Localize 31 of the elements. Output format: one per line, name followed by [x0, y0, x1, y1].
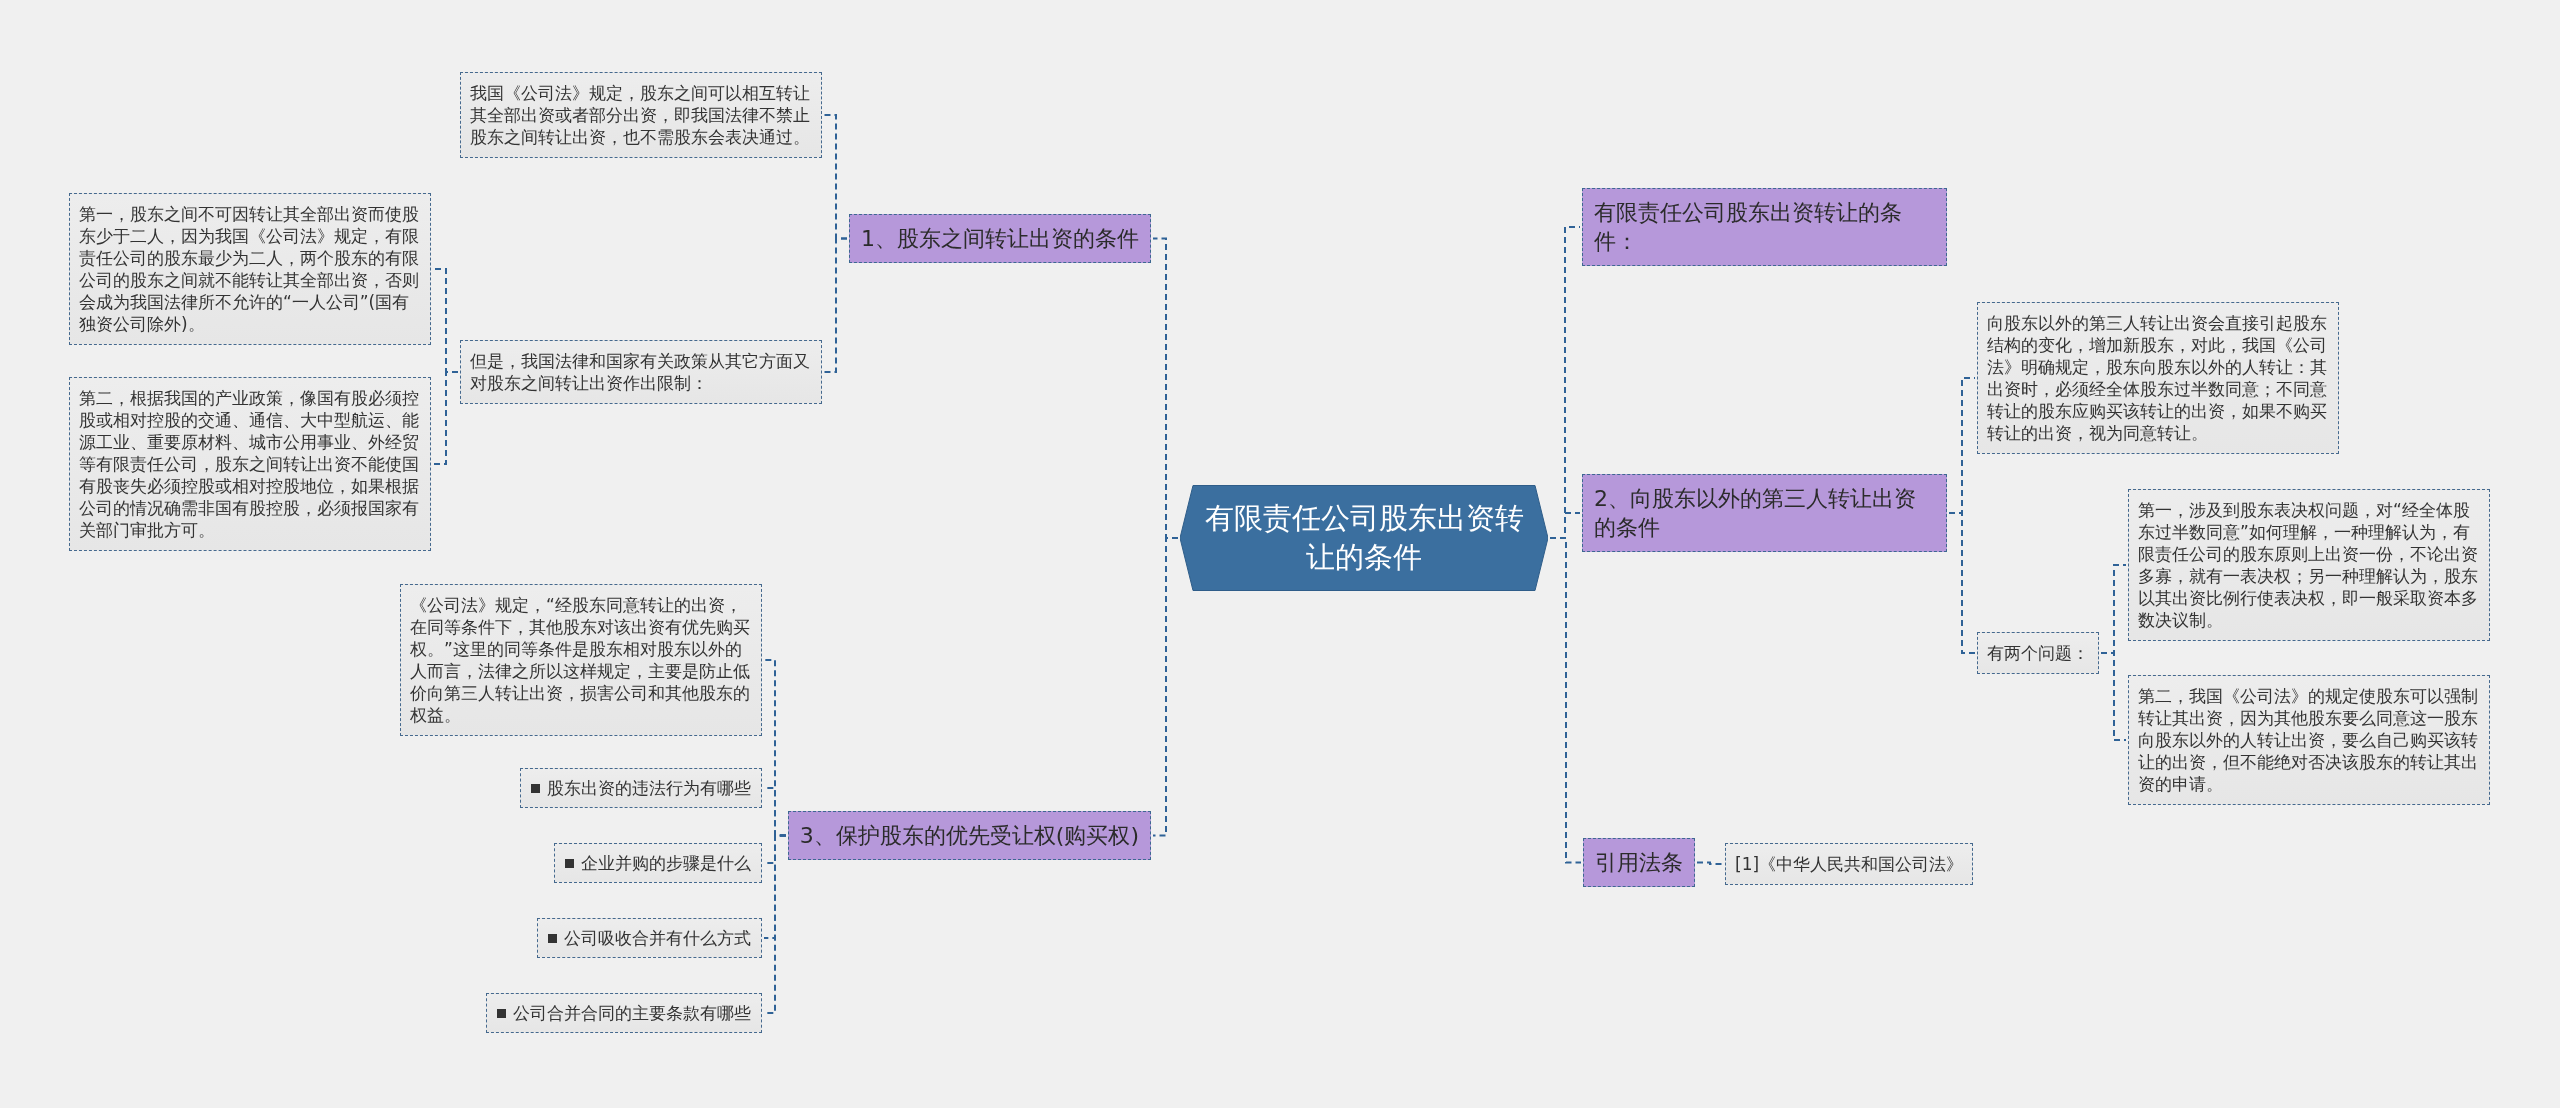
link-text: 股东出资的违法行为有哪些: [547, 777, 751, 799]
link-box: [486, 993, 762, 1033]
topic-box: 2、向股东以外的第三人转让出资的条件: [1582, 474, 1947, 552]
note-box: 第二，我国《公司法》的规定使股东可以强制转让其出资，因为其他股东要么同意这一股东向股东以外的人转让出资，要么自己购买该转让的出资，但不能绝对否决该股东的转让其出资的申请。: [2128, 675, 2490, 805]
note-box: 《公司法》规定，“经股东同意转让的出资，在同等条件下，其他股东对该出资有优先购买权。”这里的同等条件是股东相对股东以外的人而言，法律之所以这样规定，主要是防止低价向第三人转让出资，损害公司和其他股东的权益。: [400, 584, 762, 736]
note-box: [1]《中华人民共和国公司法》: [1725, 843, 1974, 885]
connector: [432, 371, 459, 465]
link-box: [537, 918, 762, 958]
central-topic: 有限责任公司股东出资转让的条件: [1180, 485, 1548, 591]
note-box: 第一，涉及到股东表决权问题，对“经全体股东过半数同意”如何理解，一种理解认为，有限责任公司的股东原则上出资一份，不论出资多寡，就有一表决权；另一种理解认为，股东以其出资比例行使表决权，即一般采取资本多数决议制。: [2128, 489, 2490, 641]
topic-box: 有限责任公司股东出资转让的条件：: [1582, 188, 1947, 266]
connector: [2100, 652, 2127, 741]
note-box: 有两个问题：: [1977, 632, 2099, 674]
note-box: 第二，根据我国的产业政策，像国有股必须控股或相对控股的交通、通信、大中型航运、能源工业、重要原材料、城市公用事业、外经贸等有限责任公司，股东之间转让出资不能使国有股丧失必须控股或相对控股地位，如果根据公司的情况确需非国有股控股，必须报国家有关部门审批方可。: [69, 377, 431, 551]
note-box: 向股东以外的第三人转让出资会直接引起股东结构的变化，增加新股东，对此，我国《公司法》明确规定，股东向股东以外的人转让：其出资时，必须经全体股东过半数同意；不同意转让的股东应购买该转让的出资，如果不购买转让的出资，视为同意转让。: [1977, 302, 2339, 454]
note-box: 我国《公司法》规定，股东之间可以相互转让其全部出资或者部分出资，即我国法律不禁止股东之间转让出资，也不需股东会表决通过。: [460, 72, 822, 158]
connector: [823, 237, 848, 373]
link-text: 公司吸收合并有什么方式: [564, 927, 751, 949]
link-box: [554, 843, 762, 883]
note-box: 但是，我国法律和国家有关政策从其它方面又对股东之间转让出资作出限制：: [460, 340, 822, 404]
link-text: 公司合并合同的主要条款有哪些: [513, 1002, 751, 1024]
link-box: [520, 768, 762, 808]
connector: [1549, 537, 1582, 864]
connector: [1696, 861, 1724, 865]
note-box: 第一，股东之间不可因转让其全部出资而使股东少于二人，因为我国《公司法》规定，有限责任公司的股东最少为二人，两个股东的有限公司的股东之间就不能转让其全部出资，否则会成为我国法律所不允许的“一人公司”(国有独资公司除外)。: [69, 193, 431, 345]
topic-box: 1、股东之间转让出资的条件: [849, 214, 1151, 263]
topic-box: 3、保护股东的优先受让权(购买权): [787, 811, 1151, 860]
connector: [1948, 512, 1976, 654]
link-text: 企业并购的步骤是什么: [581, 852, 751, 874]
topic-box: 引用法条: [1583, 838, 1695, 887]
connector: [1152, 537, 1179, 837]
